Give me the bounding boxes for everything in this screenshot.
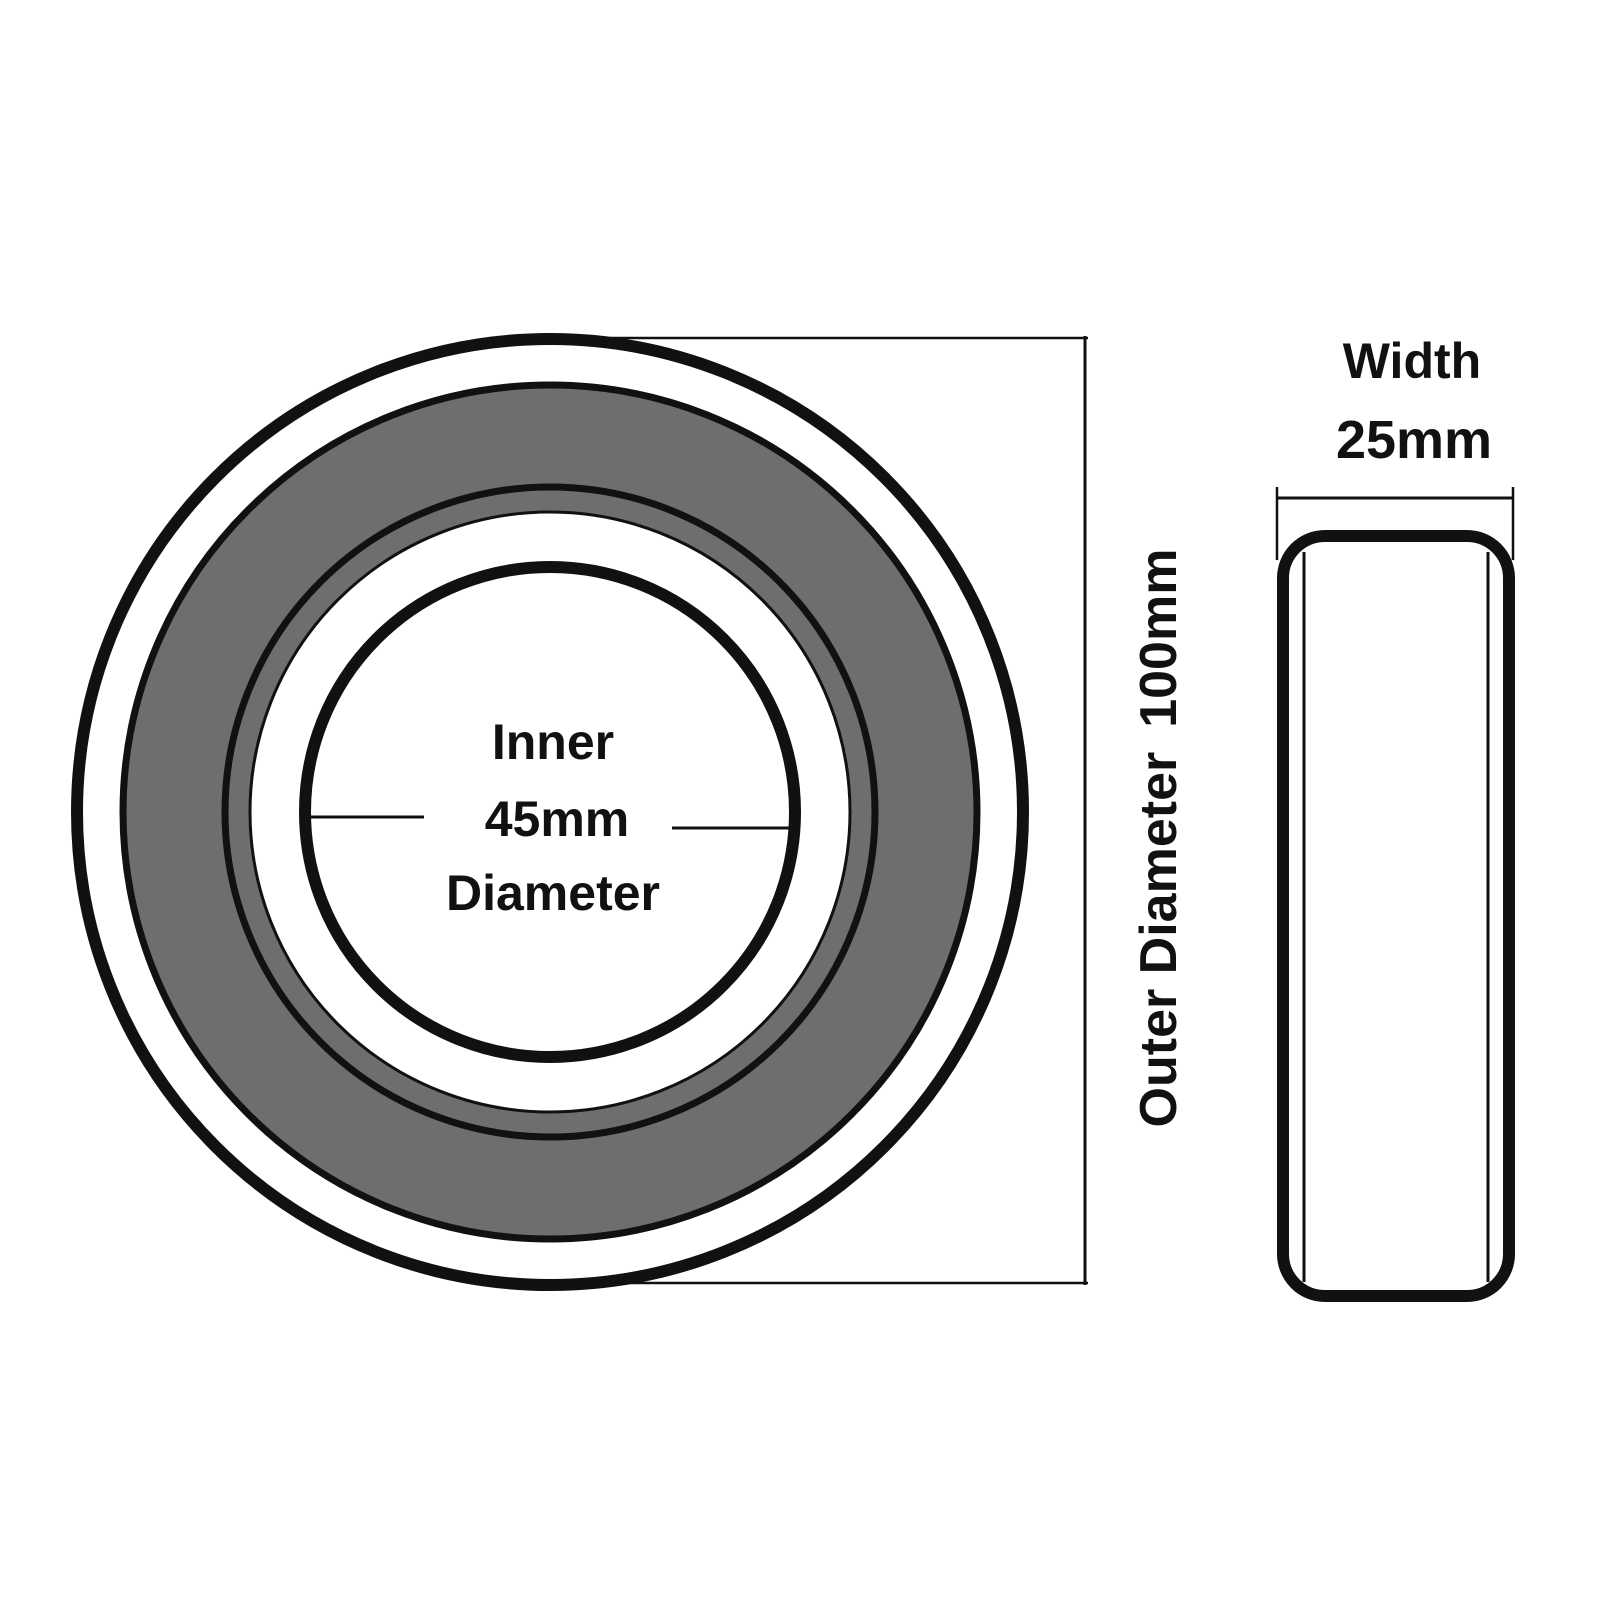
outer-dimension: Outer Diameter 100mm bbox=[610, 336, 1188, 1285]
bearing-side-view: Width 25mm bbox=[1275, 333, 1515, 1302]
diameter-label: Diameter bbox=[446, 865, 660, 921]
width-label: Width bbox=[1343, 333, 1481, 389]
inner-diameter-value: 45mm bbox=[485, 791, 630, 847]
bore bbox=[299, 561, 801, 1063]
outer-diameter-label: Outer Diameter 100mm bbox=[1130, 549, 1188, 1128]
outer-diameter-text: Outer Diameter bbox=[1130, 752, 1188, 1128]
width-value: 25mm bbox=[1336, 410, 1492, 470]
inner-label: Inner bbox=[492, 714, 614, 770]
outer-diameter-value: 100mm bbox=[1130, 549, 1188, 728]
bearing-side-profile bbox=[1277, 530, 1515, 1302]
bearing-front-view: Inner 45mm Diameter bbox=[71, 333, 1029, 1291]
